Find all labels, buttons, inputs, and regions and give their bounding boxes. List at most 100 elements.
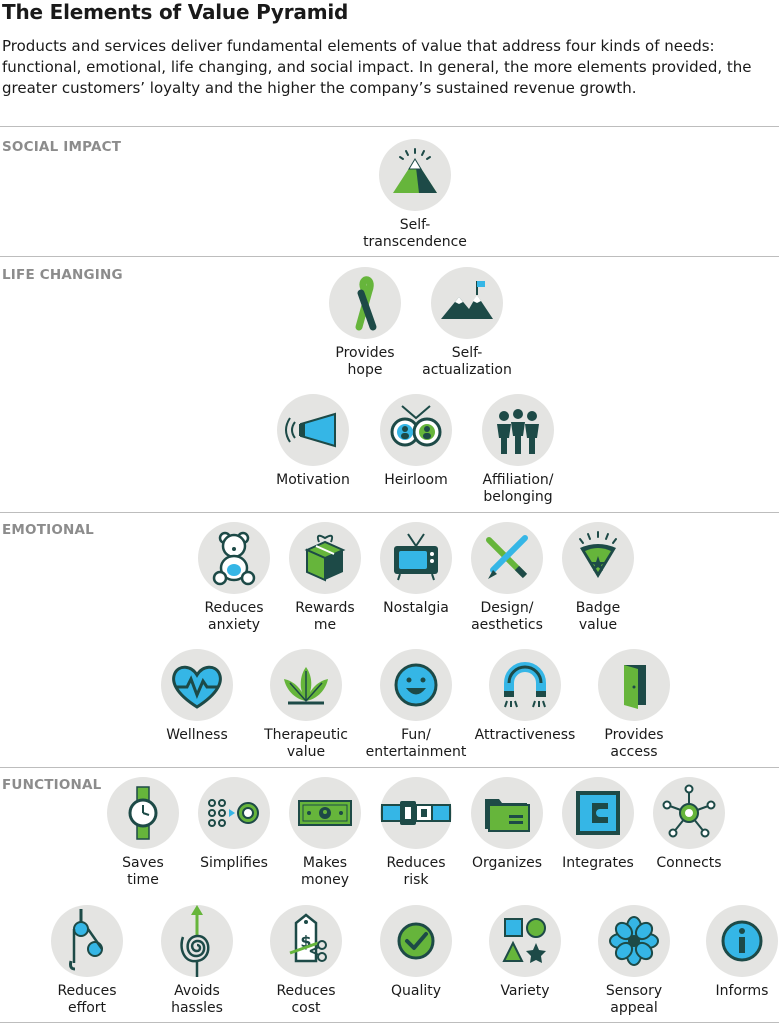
seatbelt-icon	[380, 777, 452, 849]
section-divider	[0, 512, 779, 513]
element-informs: Informs	[687, 905, 779, 1000]
folder-icon	[471, 777, 543, 849]
shapes-icon	[489, 905, 561, 977]
element-label: Nostalgia	[383, 600, 449, 616]
element-provides-access: Provides access	[579, 649, 689, 761]
element-label: Heirloom	[384, 472, 448, 488]
watch-icon	[107, 777, 179, 849]
magnet-icon	[489, 649, 561, 721]
element-label: Self- actualization	[422, 345, 512, 378]
element-label: Reduces effort	[57, 983, 117, 1016]
element-label: Integrates	[562, 855, 634, 871]
megaphone-icon	[277, 394, 349, 466]
element-fun-entertainment: Fun/ entertainment	[361, 649, 471, 761]
plant-icon	[270, 649, 342, 721]
element-motivation: Motivation	[258, 394, 368, 489]
network-icon	[653, 777, 725, 849]
section-divider	[0, 767, 779, 768]
element-organizes: Organizes	[452, 777, 562, 872]
spiral-arrow-icon	[161, 905, 233, 977]
flower-icon	[598, 905, 670, 977]
element-therapeutic-value: Therapeutic value	[251, 649, 361, 761]
element-self-transcendence: Self- transcendence	[360, 139, 470, 251]
element-nostalgia: Nostalgia	[361, 522, 471, 617]
element-label: Quality	[390, 983, 442, 999]
teddy-bear-icon	[198, 522, 270, 594]
element-attractiveness: Attractiveness	[470, 649, 580, 744]
locket-icon	[380, 394, 452, 466]
tv-icon	[380, 522, 452, 594]
element-label: Attractiveness	[474, 727, 576, 743]
element-label: Reduces risk	[386, 855, 446, 888]
element-reduces-risk: Reduces risk	[361, 777, 471, 889]
element-label: Provides hope	[335, 345, 395, 378]
element-label: Organizes	[471, 855, 542, 871]
element-label: Saves time	[122, 855, 164, 888]
element-avoids-hassles: Avoids hassles	[142, 905, 252, 1017]
banknote-icon	[289, 777, 361, 849]
element-quality: Quality	[361, 905, 471, 1000]
puzzle-icon	[562, 777, 634, 849]
element-label: Provides access	[604, 727, 664, 760]
element-label: Makes money	[301, 855, 349, 888]
element-variety: Variety	[470, 905, 580, 1000]
element-self-actualization: Self- actualization	[412, 267, 522, 379]
section-label-social-impact: SOCIAL IMPACT	[2, 139, 122, 155]
pyramid-icon	[379, 139, 451, 211]
element-wellness: Wellness	[142, 649, 252, 744]
element-label: Affiliation/ belonging	[482, 472, 554, 505]
smiley-icon	[380, 649, 452, 721]
ribbon-icon	[329, 267, 401, 339]
section-divider	[0, 1022, 779, 1023]
checkmark-icon	[380, 905, 452, 977]
element-label: Self- transcendence	[363, 217, 467, 250]
element-heirloom: Heirloom	[361, 394, 471, 489]
element-label: Avoids hassles	[171, 983, 223, 1016]
gift-icon	[289, 522, 361, 594]
element-label: Simplifies	[200, 855, 268, 871]
mountain-flag-icon	[431, 267, 503, 339]
page-title: The Elements of Value Pyramid	[2, 0, 349, 24]
heart-pulse-icon	[161, 649, 233, 721]
element-label: Variety	[500, 983, 550, 999]
section-divider	[0, 256, 779, 257]
element-simplifies: Simplifies	[179, 777, 289, 872]
door-icon	[598, 649, 670, 721]
element-design-aesthetics: Design/ aesthetics	[452, 522, 562, 634]
element-label: Therapeutic value	[264, 727, 348, 760]
element-integrates: Integrates	[543, 777, 653, 872]
element-saves-time: Saves time	[88, 777, 198, 889]
price-tag-scissors-icon: $	[270, 905, 342, 977]
element-connects: Connects	[634, 777, 744, 872]
element-label: Connects	[656, 855, 722, 871]
element-rewards-me: Rewards me	[270, 522, 380, 634]
element-affiliation-belonging: Affiliation/ belonging	[463, 394, 573, 506]
section-label-emotional: EMOTIONAL	[2, 522, 94, 538]
element-provides-hope: Provides hope	[310, 267, 420, 379]
element-label: Badge value	[575, 600, 621, 633]
element-reduces-cost: $ Reduces cost	[251, 905, 361, 1017]
element-label: Rewards me	[295, 600, 355, 633]
element-label: Fun/ entertainment	[365, 727, 467, 760]
element-sensory-appeal: Sensory appeal	[579, 905, 689, 1017]
element-makes-money: Makes money	[270, 777, 380, 889]
element-label: Motivation	[276, 472, 350, 488]
element-reduces-anxiety: Reduces anxiety	[179, 522, 289, 634]
section-label-life-changing: LIFE CHANGING	[2, 267, 123, 283]
element-reduces-effort: Reduces effort	[32, 905, 142, 1017]
section-label-functional: FUNCTIONAL	[2, 777, 102, 793]
element-label: Reduces cost	[276, 983, 336, 1016]
svg-text:$: $	[300, 932, 311, 951]
group-icon	[482, 394, 554, 466]
pencil-brush-icon	[471, 522, 543, 594]
element-label: Informs	[715, 983, 769, 999]
info-icon	[706, 905, 778, 977]
dots-target-icon	[198, 777, 270, 849]
element-label: Wellness	[166, 727, 228, 743]
element-label: Design/ aesthetics	[471, 600, 543, 633]
element-label: Reduces anxiety	[204, 600, 264, 633]
section-divider	[0, 126, 779, 127]
badge-icon	[562, 522, 634, 594]
element-label: Sensory appeal	[605, 983, 663, 1016]
pulley-icon	[51, 905, 123, 977]
